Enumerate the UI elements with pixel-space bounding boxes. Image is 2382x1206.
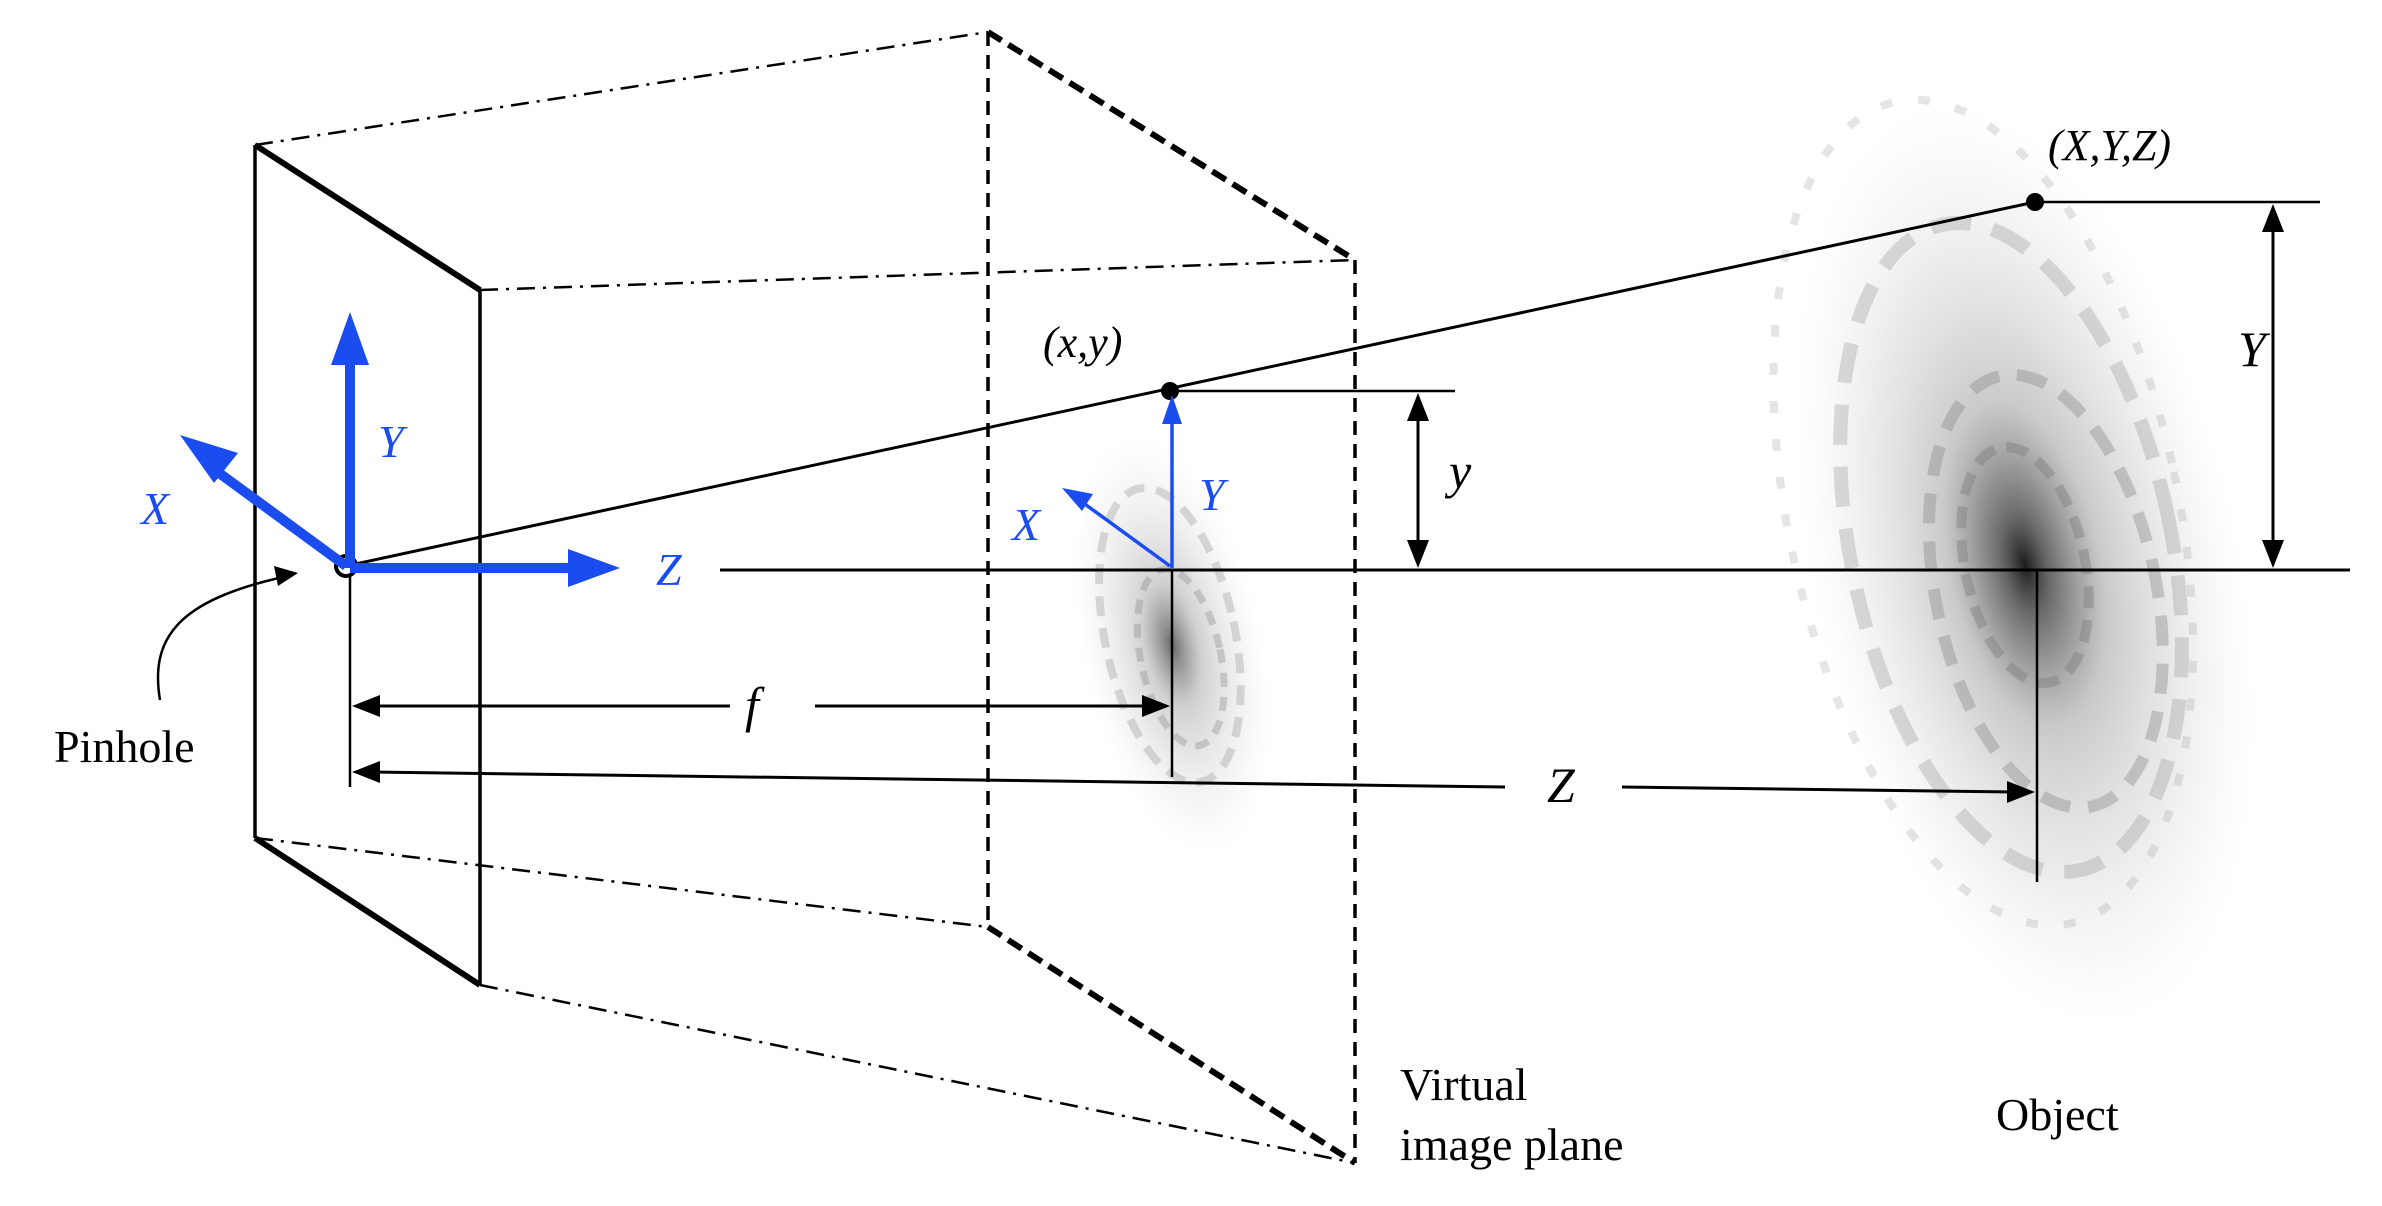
camera-z-label: Z: [656, 544, 682, 595]
object-distance-arrow-right: [1621, 785, 2016, 794]
object-distance-arrow-left: [369, 770, 1506, 789]
object-point-label: (X,Y,Z): [2048, 121, 2171, 170]
virtual-label-line1: Virtual: [1400, 1059, 1528, 1110]
camera-y-label: Y: [378, 416, 408, 467]
image-x-axis: [1080, 500, 1172, 568]
camera-x-axis: [212, 465, 349, 571]
image-axes: [1062, 395, 1182, 568]
object-distance-label: Z: [1547, 757, 1576, 813]
virtual-label-line2: image plane: [1400, 1119, 1624, 1170]
camera-x-label: X: [139, 483, 171, 534]
object-label: Object: [1996, 1089, 2119, 1140]
image-y-label: Y: [1199, 469, 1229, 520]
pinhole-plane: [253, 142, 482, 988]
object-height-label: Y: [2238, 321, 2271, 377]
focal-length-label: f: [745, 677, 765, 733]
image-x-label: X: [1010, 499, 1042, 550]
dimension-arrows: [352, 204, 2284, 803]
object-galaxy: [1769, 95, 2257, 1027]
image-point: [1161, 382, 1179, 400]
frustum-lines: [254, 30, 1356, 1165]
virtual-image-plane: [986, 29, 1357, 1166]
object-point: [2026, 193, 2044, 211]
image-height-label: y: [1444, 443, 1472, 499]
pinhole-leader: [156, 566, 298, 701]
optical-axis: [345, 200, 2350, 572]
image-point-label: (x,y): [1043, 318, 1122, 367]
reference-lines: [348, 200, 2320, 882]
camera-axes: [180, 312, 620, 587]
pinhole-label: Pinhole: [54, 721, 195, 772]
